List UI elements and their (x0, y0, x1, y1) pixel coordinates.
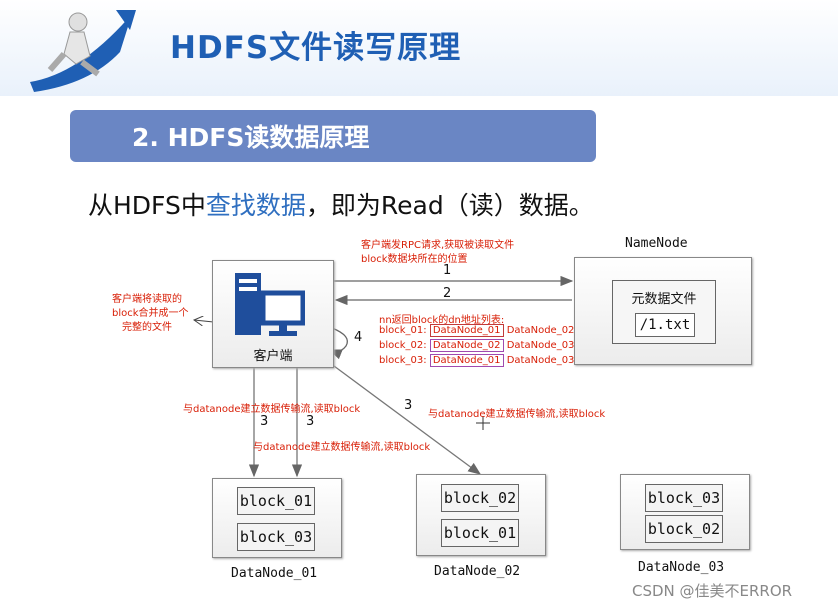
step3c-label: 3 (404, 398, 413, 413)
datanode-label: DataNode_03 (638, 560, 725, 575)
merge-note-line2: block合并成一个 (112, 308, 189, 319)
step3a-label: 3 (260, 414, 269, 429)
intro-suffix: ，即为Read（读）数据。 (305, 191, 594, 220)
datanode-box: block_03 block_02 (620, 474, 750, 550)
primary-datanode: DataNode_01 (429, 354, 504, 367)
namenode-box: 元数据文件 /1.txt (574, 257, 752, 365)
intro-text: 从HDFS中查找数据，即为Read（读）数据。 (88, 186, 594, 222)
rpc-note-line2: block数据块所在的位置 (361, 254, 468, 265)
rpc-note-line1: 客户端发RPC请求,获取被读取文件 (361, 240, 515, 251)
block-location-row: block_03: DataNode_01 DataNode_03 (379, 354, 575, 367)
datanode-box: block_02 block_01 (416, 474, 546, 556)
block-cell: block_01 (441, 519, 519, 547)
step4-label: 4 (354, 330, 363, 345)
arrow-step3c (333, 365, 482, 475)
intro-prefix: 从HDFS中 (88, 191, 206, 220)
page-title: HDFS文件读写原理 (170, 30, 462, 66)
client-label: 客户端 (253, 349, 293, 364)
namenode-title: NameNode (625, 236, 688, 251)
computer-icon (233, 269, 306, 341)
block-cell: block_02 (441, 484, 519, 512)
block-cell: block_02 (645, 515, 723, 543)
client-box: 客户端 (212, 260, 334, 368)
block-cell: block_01 (237, 487, 315, 515)
block-location-row: block_02: DataNode_02 DataNode_03 (379, 339, 575, 352)
nn-return-note: nn返回block的dn地址列表: (379, 315, 505, 326)
block-location-row: block_01: DataNode_01 DataNode_02 (379, 324, 575, 337)
section-bar (70, 110, 596, 162)
block-cell: block_03 (237, 523, 315, 551)
datanode-box: block_01 block_03 (212, 478, 342, 558)
stream-note-1: 与datanode建立数据传输流,读取block (183, 404, 361, 415)
primary-datanode: DataNode_01 (429, 324, 504, 337)
slide-header (0, 0, 838, 96)
block-id: block_03: (379, 355, 427, 366)
primary-datanode: DataNode_02 (429, 339, 504, 352)
datanode-label: DataNode_02 (434, 564, 521, 579)
step1-label: 1 (443, 263, 452, 278)
block-cell: block_03 (645, 484, 723, 512)
watermark: CSDN @佳美不ERROR (632, 582, 793, 600)
step3b-label: 3 (306, 414, 315, 429)
metadata-file: /1.txt (635, 313, 695, 337)
stream-note-3: 与datanode建立数据传输流,读取block (428, 409, 606, 420)
intro-highlight: 查找数据 (205, 191, 306, 220)
metadata-label: 元数据文件 (631, 292, 697, 307)
section-title: 2. HDFS读数据原理 (132, 123, 370, 152)
merge-note-line1: 客户端将读取的 (112, 294, 182, 305)
secondary-datanode: DataNode_03 (506, 355, 575, 366)
step2-label: 2 (443, 286, 452, 301)
block-id: block_02: (379, 340, 427, 351)
datanode-label: DataNode_01 (231, 566, 318, 581)
logo-icon (20, 4, 140, 94)
secondary-datanode: DataNode_03 (506, 340, 575, 351)
arrow-step4 (328, 327, 349, 360)
block-id: block_01: (379, 325, 427, 336)
merge-note-line3: 完整的文件 (122, 322, 172, 333)
secondary-datanode: DataNode_02 (506, 325, 575, 336)
stream-note-2: 与datanode建立数据传输流,读取block (253, 442, 431, 453)
metadata-box: 元数据文件 /1.txt (612, 280, 716, 344)
cursor-cross-icon (476, 416, 490, 430)
